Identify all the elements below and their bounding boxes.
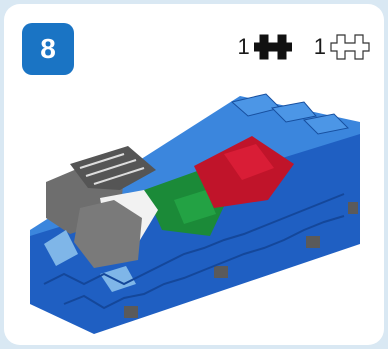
instruction-card: 8 1 1 [4,4,384,345]
block-vehicle-model-illustration [4,4,384,345]
